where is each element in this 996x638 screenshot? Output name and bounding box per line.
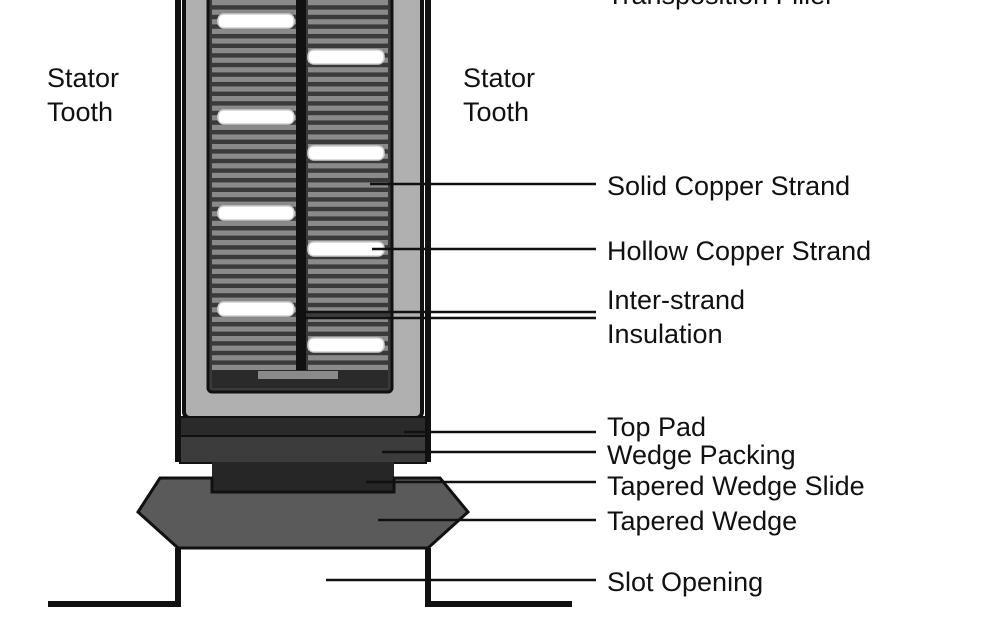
solid-strand [308, 278, 388, 284]
solid-strand [308, 268, 388, 274]
solid-strand [308, 172, 388, 178]
solid-strand [212, 249, 296, 255]
label-stator-tooth-right-line2: Tooth [463, 97, 529, 127]
strand-stack-separator [296, 0, 306, 370]
label-solid-copper-strand: Solid Copper Strand [607, 171, 850, 201]
solid-strand [308, 105, 388, 111]
solid-strand [212, 153, 296, 159]
solid-strand [212, 345, 296, 351]
solid-strand [308, 86, 388, 92]
solid-strand [212, 240, 296, 246]
label-stator-tooth-left-line1: Stator [47, 63, 119, 93]
hollow-strand [307, 49, 385, 65]
solid-strand [212, 278, 296, 284]
solid-strand [212, 201, 296, 207]
solid-strand [308, 163, 388, 169]
label-wedge-packing: Wedge Packing [607, 440, 796, 470]
transposition-filler-light [258, 371, 338, 379]
solid-strand [212, 105, 296, 111]
solid-strand [308, 96, 388, 102]
solid-strand [212, 86, 296, 92]
solid-strand [308, 67, 388, 73]
solid-strand [212, 220, 296, 226]
solid-strand [212, 38, 296, 44]
hollow-strand [217, 13, 295, 29]
solid-strand [212, 0, 296, 6]
solid-strand [212, 172, 296, 178]
solid-strand [212, 124, 296, 130]
solid-strand [308, 288, 388, 294]
hollow-strand [217, 301, 295, 317]
solid-strand [212, 259, 296, 265]
label-inter-strand-insulation-line2: Insulation [607, 319, 723, 349]
solid-strand [308, 230, 388, 236]
solid-strand [308, 201, 388, 207]
hollow-strand [217, 109, 295, 125]
solid-strand [308, 297, 388, 303]
label-tapered-wedge: Tapered Wedge [607, 506, 797, 536]
solid-strand [308, 76, 388, 82]
tapered-wedge-slide [212, 462, 394, 492]
solid-strand [308, 259, 388, 265]
label-inter-strand-insulation-line1: Inter-strand [607, 285, 745, 315]
solid-strand [212, 96, 296, 102]
solid-strand [212, 316, 296, 322]
solid-strand [212, 144, 296, 150]
solid-strand [212, 297, 296, 303]
solid-strand [212, 28, 296, 34]
solid-strand [212, 268, 296, 274]
solid-strand [308, 326, 388, 332]
label-stator-tooth-left-line2: Tooth [47, 97, 113, 127]
label-slot-opening: Slot Opening [607, 567, 763, 597]
top-pad [179, 416, 427, 438]
solid-strand [212, 230, 296, 236]
solid-strand [308, 0, 388, 6]
solid-strand [308, 220, 388, 226]
solid-strand [308, 9, 388, 15]
solid-strand [212, 192, 296, 198]
label-top-pad: Top Pad [607, 412, 706, 442]
wedge-packing [179, 435, 427, 464]
hollow-strand [307, 145, 385, 161]
solid-strand [308, 192, 388, 198]
solid-strand [308, 134, 388, 140]
solid-strand [308, 355, 388, 361]
solid-strand [212, 182, 296, 188]
hollow-strand [307, 337, 385, 353]
solid-strand [308, 316, 388, 322]
solid-strand [212, 355, 296, 361]
solid-strand [308, 364, 388, 370]
slot-walls [48, 0, 572, 607]
hollow-strand [217, 205, 295, 221]
solid-strand [308, 307, 388, 313]
solid-strand [212, 288, 296, 294]
label-tapered-wedge-slide: Tapered Wedge Slide [607, 471, 865, 501]
solid-strand [212, 48, 296, 54]
solid-strand [212, 336, 296, 342]
solid-strand [308, 115, 388, 121]
solid-strand [212, 9, 296, 15]
solid-strand [212, 364, 296, 370]
solid-strand [212, 67, 296, 73]
tapered-wedge [136, 476, 471, 550]
label-hollow-copper-strand: Hollow Copper Strand [607, 236, 871, 266]
solid-strand [308, 28, 388, 34]
solid-strand [308, 38, 388, 44]
solid-strand [212, 163, 296, 169]
solid-strand [212, 134, 296, 140]
solid-strand [308, 211, 388, 217]
hollow-copper-strands [217, 13, 385, 353]
solid-strand [212, 326, 296, 332]
leader-lines [300, 182, 596, 582]
solid-strand [212, 76, 296, 82]
solid-strand [308, 124, 388, 130]
solid-strand [212, 57, 296, 63]
solid-strand [308, 182, 388, 188]
label-transposition-filler: Transposition Filler [607, 0, 834, 10]
label-stator-tooth-right-line1: Stator [463, 63, 535, 93]
solid-strand [308, 19, 388, 25]
